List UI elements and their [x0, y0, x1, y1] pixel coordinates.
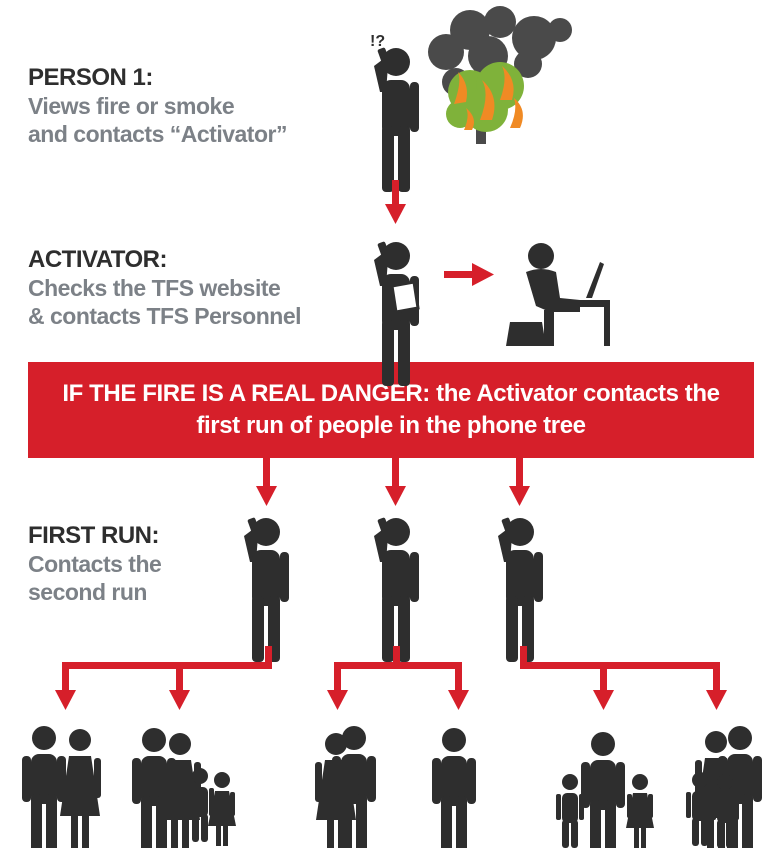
person1-desc-line1: Views fire or smoke — [28, 93, 235, 119]
couple-2-icon — [315, 726, 376, 848]
person1-caller-icon — [374, 47, 419, 193]
person1-desc-line2: and contacts “Activator” — [28, 121, 287, 147]
arrow-activator-to-computer — [444, 263, 494, 286]
activator-desc-line1: Checks the TFS website — [28, 275, 281, 301]
burning-tree-icon — [446, 62, 524, 144]
exclaim-text: !? — [370, 33, 385, 50]
first-run-caller-1-icon — [244, 517, 289, 662]
arrow-person1-to-activator — [385, 180, 406, 224]
first-run-label: FIRST RUN: Contacts the second run — [28, 522, 162, 606]
arrows-banner-to-first-run — [256, 458, 530, 506]
activator-desc-line2: & contacts TFS Personnel — [28, 303, 302, 329]
couple-icon — [22, 726, 101, 848]
banner-line2: first run of people in the phone tree — [196, 412, 586, 439]
banner-line1: IF THE FIRE IS A REAL DANGER: the Activa… — [28, 362, 754, 410]
connectors-to-second-run — [55, 646, 727, 710]
family-with-kids-icon — [132, 728, 236, 848]
activator-heading: ACTIVATOR: — [28, 246, 168, 273]
first-run-desc-line2: second run — [28, 579, 147, 605]
activator-caller-icon — [374, 241, 420, 386]
computer-user-icon — [506, 243, 610, 346]
first-run-desc-line1: Contacts the — [28, 551, 162, 577]
group-family-icon — [686, 726, 762, 848]
first-run-caller-3-icon — [498, 517, 543, 662]
parent-with-children-icon — [556, 732, 654, 848]
first-run-caller-2-icon — [374, 517, 419, 662]
person1-label: PERSON 1: Views fire or smoke and contac… — [28, 64, 287, 148]
single-person-icon — [432, 728, 476, 848]
activator-label: ACTIVATOR: Checks the TFS website & cont… — [28, 246, 302, 330]
person1-heading: PERSON 1: — [28, 64, 153, 91]
banner-lead: IF THE FIRE IS A REAL DANGER: — [62, 380, 430, 407]
danger-banner: IF THE FIRE IS A REAL DANGER: the Activa… — [28, 362, 754, 458]
banner-line1-rest: the Activator contacts the — [429, 380, 720, 407]
first-run-heading: FIRST RUN: — [28, 522, 159, 549]
